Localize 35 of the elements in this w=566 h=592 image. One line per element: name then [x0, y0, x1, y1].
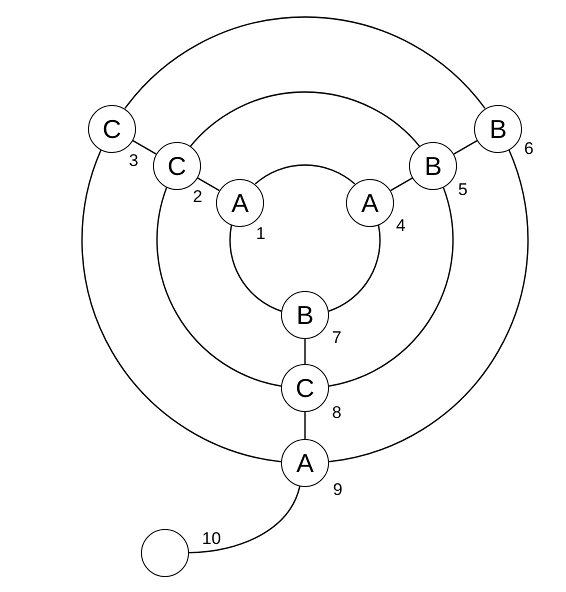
node-number: 10 [202, 530, 221, 547]
node-number: 1 [256, 224, 266, 242]
node-number: 5 [458, 181, 468, 198]
node-letter: A [231, 190, 249, 216]
node-number: 8 [332, 404, 342, 421]
node-letter: A [361, 190, 379, 216]
connector-line [328, 187, 454, 387]
connector-line [390, 177, 413, 192]
node-letter: C [102, 116, 122, 142]
connector-line [132, 140, 156, 155]
node-letter: B [424, 153, 442, 179]
connector-line [229, 224, 282, 312]
connector-line [81, 150, 282, 462]
connector-line [328, 224, 381, 312]
connector-line [454, 140, 478, 155]
connector-line [188, 486, 300, 554]
connector-line [190, 91, 420, 147]
node-number: 6 [524, 140, 534, 156]
node-number: 9 [333, 481, 342, 498]
node-letter: C [296, 375, 314, 401]
connector-line [197, 177, 220, 192]
node-number: 7 [332, 329, 342, 346]
node-number: 3 [128, 152, 138, 168]
connector-line [156, 187, 282, 387]
connector-line [328, 150, 529, 462]
node-letter: C [167, 153, 186, 179]
connector-line [304, 412, 306, 439]
connector-line [124, 16, 486, 109]
connector-line [254, 164, 356, 184]
node-number: 2 [192, 188, 202, 205]
connector-line [304, 339, 306, 364]
node-letter: B [296, 302, 314, 328]
node-number: 4 [396, 216, 406, 234]
node-letter: B [489, 116, 507, 142]
node-letter: A [296, 450, 314, 476]
